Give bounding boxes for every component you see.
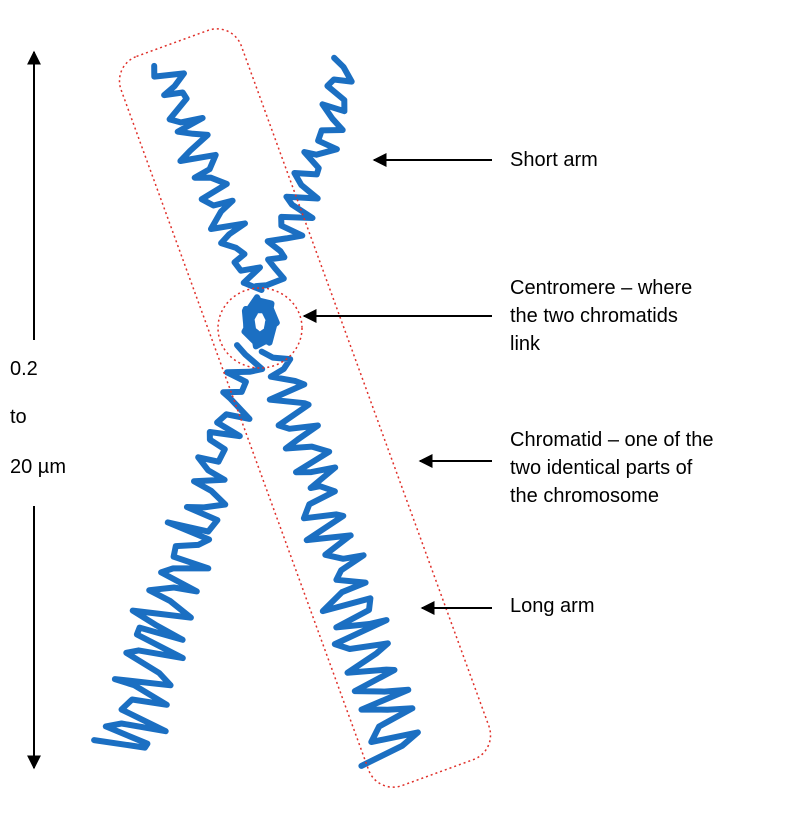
chromatid-label-line: Chromatid – one of the <box>510 426 713 454</box>
long-arm-label-text: Long arm <box>510 592 595 620</box>
centromere-label-line: link <box>510 330 692 358</box>
strand-long-arm-left <box>94 345 262 747</box>
chromatid-label-line: two identical parts of <box>510 454 713 482</box>
short-arm-label-text: Short arm <box>510 146 598 174</box>
centromere-label: Centromere – where the two chromatids li… <box>510 274 692 358</box>
scale-label-to: to <box>10 406 27 429</box>
centromere-label-line: Centromere – where <box>510 274 692 302</box>
centromere-label-line: the two chromatids <box>510 302 692 330</box>
chromatid-label-line: the chromosome <box>510 482 713 510</box>
strand-long-arm-right <box>262 352 418 766</box>
short-arm-label: Short arm <box>510 146 598 174</box>
chromatid-label: Chromatid – one of the two identical par… <box>510 426 713 510</box>
strand-short-arm-right <box>256 58 352 286</box>
long-arm-label: Long arm <box>510 592 595 620</box>
chromosome <box>94 58 418 766</box>
strand-centromere <box>245 297 277 346</box>
scale-label-min: 0.2 <box>10 358 38 381</box>
strand-short-arm-left <box>154 66 261 290</box>
scale-label-max: 20 µm <box>10 456 66 479</box>
